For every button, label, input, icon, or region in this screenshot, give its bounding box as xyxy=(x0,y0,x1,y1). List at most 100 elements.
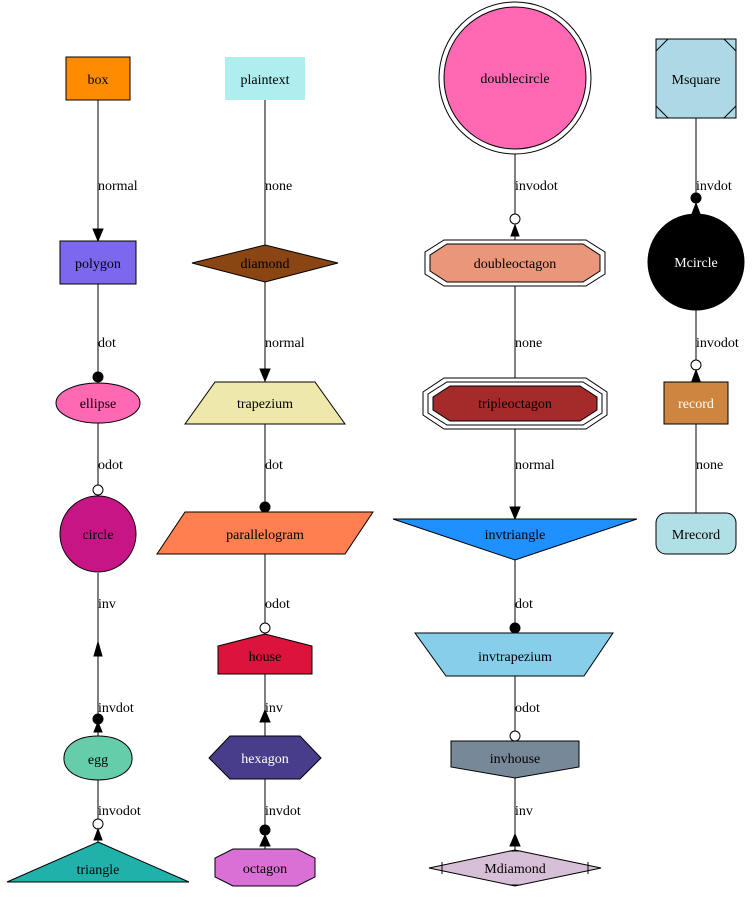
inv-arrowhead xyxy=(93,720,103,733)
edge-msquare-mcircle: invdot xyxy=(690,118,732,215)
node-label: record xyxy=(678,397,714,412)
node-label: invtrapezium xyxy=(478,650,552,665)
edge-label: invodot xyxy=(98,804,141,819)
node-box[interactable]: box xyxy=(65,56,131,101)
node-tripleoctagon[interactable]: tripleoctagon xyxy=(422,377,608,430)
edge-plaintext-diamond: none xyxy=(264,100,292,245)
node-label: octagon xyxy=(243,862,287,877)
odot-arrowhead xyxy=(92,484,104,496)
node-ellipse[interactable]: ellipse xyxy=(55,382,141,424)
node-label: ellipse xyxy=(80,397,117,412)
inv-arrowhead xyxy=(509,832,521,847)
dot-arrowhead xyxy=(259,501,271,513)
node-triangle[interactable]: triangle xyxy=(6,841,190,883)
edge-doublecircle-doubleoctagon: invodot xyxy=(509,154,558,240)
node-label: Msquare xyxy=(672,73,721,88)
edge-label: invodot xyxy=(696,336,739,351)
edge-label: normal xyxy=(98,179,138,194)
edge-doubleoctagon-tripleoctagon: none xyxy=(514,286,542,378)
node-egg[interactable]: egg xyxy=(63,735,133,781)
edge-tripleoctagon-invtriangle: normal xyxy=(509,429,555,521)
node-label: invhouse xyxy=(490,752,541,767)
edge-label: invodot xyxy=(515,179,558,194)
edge-triangle-end: invodot xyxy=(92,780,141,842)
edge-parallelogram-house: odot xyxy=(259,554,290,634)
edge-ellipse-circle: odot xyxy=(92,423,123,496)
node-diamond[interactable]: diamond xyxy=(191,244,339,283)
odot-arrowhead xyxy=(509,730,521,742)
node-label: circle xyxy=(82,528,113,543)
node-doublecircle[interactable]: doublecircle xyxy=(438,1,592,155)
node-label: doublecircle xyxy=(480,72,549,87)
edge-hexagon-octagon: invdot xyxy=(259,779,301,850)
inv-arrowhead xyxy=(259,833,271,847)
node-label: diamond xyxy=(241,257,290,272)
edge-label: normal xyxy=(265,336,305,351)
node-circle[interactable]: circle xyxy=(59,495,137,573)
node-mrecord[interactable]: Mrecord xyxy=(655,512,737,555)
normal-arrowhead xyxy=(259,368,271,383)
edge-label: invdot xyxy=(265,804,301,819)
edge-label: odot xyxy=(265,597,290,612)
odot-arrowhead xyxy=(509,213,521,225)
node-label: Mcircle xyxy=(674,256,718,271)
edge-label: invdot xyxy=(696,179,732,194)
node-invtriangle[interactable]: invtriangle xyxy=(392,518,638,561)
node-label: Mrecord xyxy=(672,528,720,543)
node-house[interactable]: house xyxy=(217,633,313,675)
node-trapezium[interactable]: trapezium xyxy=(184,381,346,425)
node-label: box xyxy=(88,73,109,88)
edge-label: invdot xyxy=(98,701,134,716)
edge-egg-triangle: invdot xyxy=(98,701,134,716)
odot-arrowhead xyxy=(259,622,271,634)
edge-trapezium-parallelogram: dot xyxy=(259,424,283,513)
odot-arrowhead xyxy=(92,818,104,830)
node-doubleoctagon[interactable]: doubleoctagon xyxy=(424,239,606,287)
inv-arrowhead xyxy=(510,223,520,237)
node-hexagon[interactable]: hexagon xyxy=(208,735,322,780)
edge-mcircle-record: invodot xyxy=(690,310,739,382)
node-label: invtriangle xyxy=(485,528,546,543)
node-mdiamond[interactable]: Mdiamond xyxy=(428,849,602,887)
edge-diamond-trapezium: normal xyxy=(259,282,305,383)
normal-arrowhead xyxy=(92,228,104,243)
dot-arrowhead xyxy=(690,192,702,204)
node-label: house xyxy=(249,650,282,665)
node-invtrapezium[interactable]: invtrapezium xyxy=(414,632,614,677)
dot-arrowhead xyxy=(509,622,521,634)
normal-arrowhead xyxy=(509,506,521,521)
dot-arrowhead xyxy=(92,713,104,725)
edge-label: dot xyxy=(265,458,283,473)
edge-label: inv xyxy=(515,804,533,819)
node-label: tripleoctagon xyxy=(478,397,552,412)
edge-circle-egg: inv xyxy=(92,573,116,736)
node-octagon[interactable]: octagon xyxy=(214,848,316,887)
node-invhouse[interactable]: invhouse xyxy=(450,740,580,779)
node-label: egg xyxy=(88,753,108,768)
node-parallelogram[interactable]: parallelogram xyxy=(156,511,374,555)
edge-invtriangle-invtrapezium: dot xyxy=(509,560,533,634)
node-polygon[interactable]: polygon xyxy=(59,240,137,285)
odot-arrowhead xyxy=(690,359,702,371)
edge-label: odot xyxy=(515,701,540,716)
edge-label: inv xyxy=(265,701,283,716)
node-msquare[interactable]: Msquare xyxy=(655,38,737,119)
inv-arrowhead xyxy=(691,201,701,215)
edge-label: dot xyxy=(515,597,533,612)
inv-arrowhead xyxy=(259,708,271,723)
node-mcircle[interactable]: Mcircle xyxy=(647,213,745,311)
node-plaintext[interactable]: plaintext xyxy=(225,57,305,100)
edge-label: none xyxy=(696,458,723,473)
node-label: plaintext xyxy=(241,73,290,88)
dot-arrowhead xyxy=(259,824,271,836)
inv-arrowhead xyxy=(93,640,103,657)
inv-arrowhead xyxy=(93,827,103,841)
node-label: hexagon xyxy=(241,752,288,767)
dot-arrowhead xyxy=(92,371,104,383)
node-record[interactable]: record xyxy=(663,381,729,425)
node-label: parallelogram xyxy=(226,528,304,543)
edge-label: none xyxy=(515,336,542,351)
node-label: doubleoctagon xyxy=(474,257,556,272)
inv-arrowhead xyxy=(691,368,701,382)
